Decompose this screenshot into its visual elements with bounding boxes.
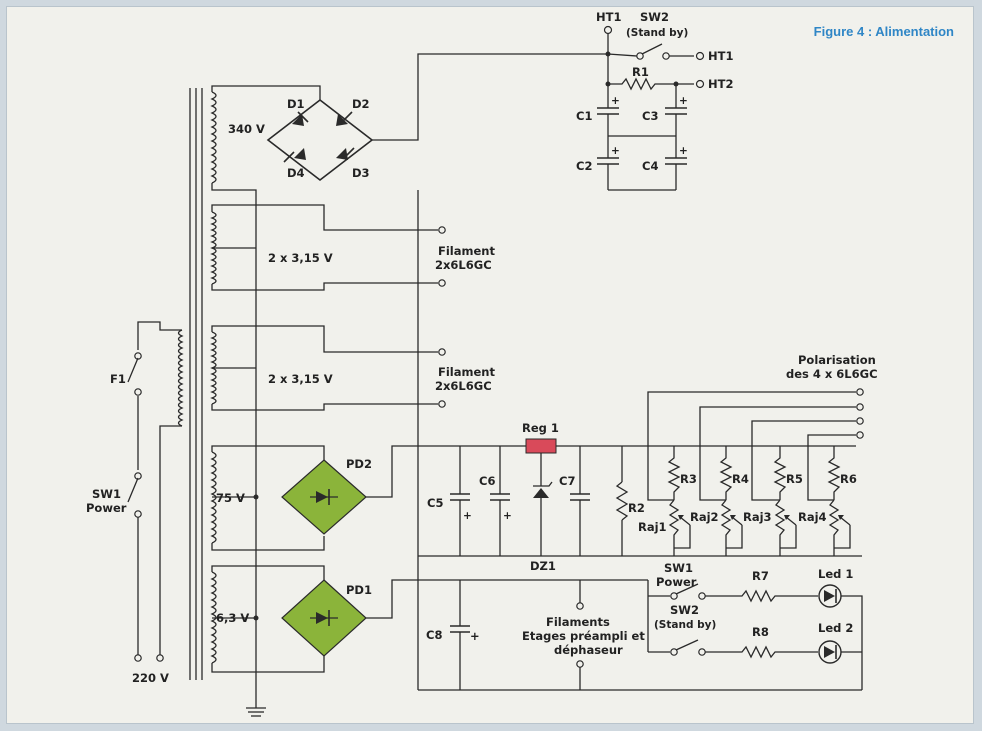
schematic-sheet [6, 6, 974, 724]
mains-terminal-b [156, 654, 164, 662]
raj4-label: Raj4 [798, 510, 827, 524]
c1-plus: + [611, 95, 620, 107]
r6-label: R6 [840, 472, 857, 486]
polarisation-sub-label: des 4 x 6L6GC [786, 367, 878, 381]
raj1-label: Raj1 [638, 520, 667, 534]
fuse-f1-label: F1 [110, 372, 126, 386]
c1-label: C1 [576, 109, 592, 123]
filament2-sub-label: 2x6L6GC [435, 379, 492, 393]
ht1-output-terminal [695, 51, 705, 61]
c5-plus: + [463, 510, 472, 522]
sw2-top-label: SW2 [640, 10, 669, 24]
c8-label: C8 [426, 628, 442, 642]
filaments-label: Filaments [546, 615, 610, 629]
mains-voltage-label: 220 V [132, 671, 169, 685]
diode-d3-label: D3 [352, 166, 370, 180]
r5-label: R5 [786, 472, 803, 486]
diode-d3 [336, 147, 355, 160]
reg1-label: Reg 1 [522, 421, 559, 435]
c6-plus: + [503, 510, 512, 522]
c4-label: C4 [642, 159, 658, 173]
bias-supply [418, 438, 856, 556]
r3-label: R3 [680, 472, 697, 486]
mains-terminal-a [134, 654, 142, 662]
winding-340v-label: 340 V [228, 122, 265, 136]
c7-label: C7 [559, 474, 575, 488]
c2-plus: + [611, 145, 620, 157]
bridge-rectifier-d1-d4 [266, 53, 608, 182]
led2-label: Led 2 [818, 621, 853, 635]
transformer-core [189, 88, 203, 680]
winding-filament1-voltage-label: 2 x 3,15 V [268, 251, 333, 265]
transformer [177, 88, 217, 680]
led1 [818, 584, 842, 608]
raj2-label: Raj2 [690, 510, 719, 524]
c2-label: C2 [576, 159, 592, 173]
bias-output-terminals [856, 388, 864, 439]
switch-sw1-sub-label: Power [86, 501, 127, 515]
filament2-label: Filament [438, 365, 495, 379]
primary-circuit [127, 321, 182, 662]
led1-label: Led 1 [818, 567, 853, 581]
bridge-rectifier-pd1 [281, 579, 418, 657]
sw2-top-sub-label: (Stand by) [626, 27, 688, 39]
figure-title: Figure 4 : Alimentation [813, 24, 954, 39]
sw2-bottom-label: SW2 [670, 603, 699, 617]
filaments-sub-label-1: Etages préampli et [522, 629, 645, 643]
raj3-label: Raj3 [743, 510, 772, 524]
led2 [818, 640, 842, 664]
r1-label: R1 [632, 65, 649, 79]
secondary-windings [210, 91, 217, 664]
c8-plus: + [470, 629, 480, 643]
filament1-sub-label: 2x6L6GC [435, 258, 492, 272]
filament-terminals [438, 226, 446, 408]
diode-d1-label: D1 [287, 97, 305, 111]
diode-d2-label: D2 [352, 97, 370, 111]
pd1-label: PD1 [346, 583, 372, 597]
diode-d4 [283, 148, 306, 163]
winding-75v-label: 75 V [216, 491, 245, 505]
regulator-reg1 [525, 438, 557, 454]
c4-plus: + [679, 145, 688, 157]
secondary-wiring [211, 85, 438, 717]
sw1-bottom-sub-label: Power [656, 575, 697, 589]
ht2-output-terminal [695, 79, 705, 89]
sw1-bottom-label: SW1 [664, 561, 693, 575]
c6-label: C6 [479, 474, 495, 488]
filament1-label: Filament [438, 244, 495, 258]
winding-63v-label: 6,3 V [216, 611, 249, 625]
r8-label: R8 [752, 625, 769, 639]
bias-adjusters [647, 391, 856, 556]
r4-label: R4 [732, 472, 749, 486]
bridge-rectifier-pd2 [281, 445, 418, 535]
preamp-filaments-section [418, 579, 863, 691]
dz1-label: DZ1 [530, 559, 556, 573]
diode-d4-label: D4 [287, 166, 305, 180]
r7-label: R7 [752, 569, 769, 583]
filaments-sub-label-2: déphaseur [554, 643, 623, 657]
sw2-bottom-sub-label: (Stand by) [654, 619, 716, 631]
ht-section [597, 25, 705, 191]
ht1-top-terminal [603, 25, 613, 35]
ht1-top-label: HT1 [596, 10, 621, 24]
diode-d2 [336, 111, 353, 126]
primary-winding [177, 329, 184, 427]
ht2-output-label: HT2 [708, 77, 733, 91]
winding-filament2-voltage-label: 2 x 3,15 V [268, 372, 333, 386]
c3-label: C3 [642, 109, 658, 123]
polarisation-label: Polarisation [798, 353, 876, 367]
diode-d1 [292, 111, 309, 126]
pd2-label: PD2 [346, 457, 372, 471]
r2-label: R2 [628, 501, 645, 515]
switch-sw1-label: SW1 [92, 487, 121, 501]
c5-label: C5 [427, 496, 443, 510]
ht1-output-label: HT1 [708, 49, 733, 63]
c3-plus: + [679, 95, 688, 107]
